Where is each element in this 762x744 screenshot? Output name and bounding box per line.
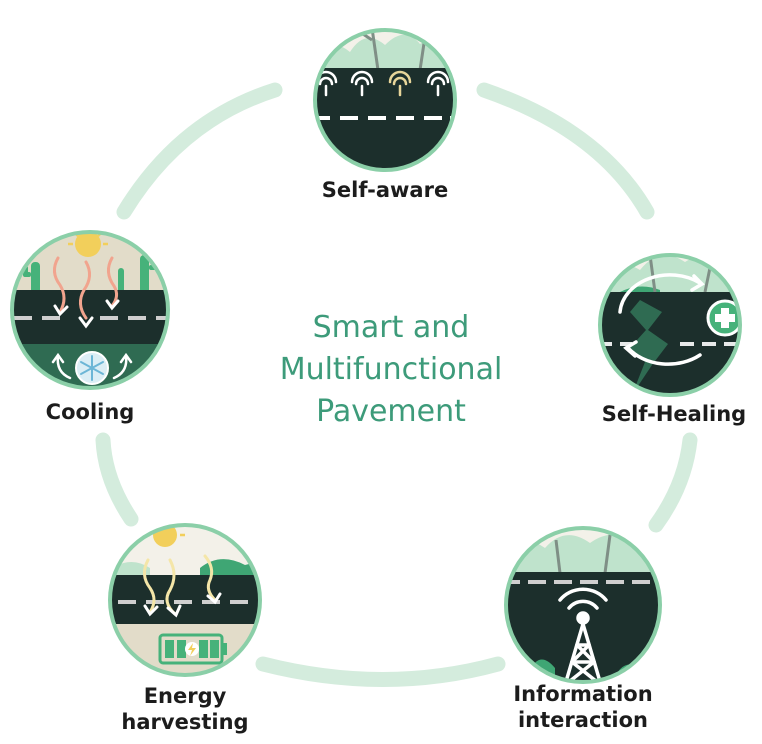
center-title-line: Smart and (312, 310, 470, 345)
solar-ray-arrows-icon (143, 554, 222, 618)
center-title-line: Pavement (316, 394, 466, 429)
self-aware-label: Self-aware (300, 177, 470, 203)
self-healing-illustration (598, 253, 742, 397)
circulation-arrows-icon (51, 352, 133, 380)
energy-harvesting-label-line: Energy (143, 684, 227, 708)
snowflake-icon (75, 351, 109, 385)
information-interaction-label: Information interaction (493, 681, 673, 733)
energy-harvesting-label-line: harvesting (121, 710, 249, 734)
self-aware-illustration (313, 28, 457, 172)
ring-arc-energy-to-cooling (95, 432, 139, 527)
antenna-tower-icon (558, 587, 608, 682)
ring-arc-information-to-energy (255, 656, 506, 687)
ring-arc-self-aware-to-self-healing (476, 82, 655, 220)
self-healing-label-text: Self-Healing (601, 402, 747, 426)
battery-icon (158, 633, 227, 665)
center-title-line: Multifunctional (279, 352, 503, 387)
cooling-illustration (10, 230, 170, 390)
information-interaction-label-line: interaction (517, 708, 649, 732)
information-interaction-illustration (504, 526, 662, 684)
center-title: Smart and Multifunctional Pavement (241, 307, 541, 433)
energy-harvesting-label: Energy harvesting (110, 683, 260, 735)
ring-arc-cooling-to-self-aware (116, 82, 283, 220)
cooling-label-text: Cooling (45, 400, 135, 424)
self-healing-label: Self-Healing (588, 401, 760, 427)
self-aware-label-text: Self-aware (321, 178, 449, 202)
information-interaction-label-line: Information (513, 682, 653, 706)
cooling-label: Cooling (20, 399, 160, 425)
refresh-arrows-icon (618, 273, 705, 366)
energy-harvesting-illustration (108, 523, 262, 677)
ring-arc-self-healing-to-information (648, 432, 698, 533)
active-sensor-icon (388, 70, 412, 97)
medical-cross-icon (706, 299, 740, 337)
heat-wave-arrows-icon (53, 256, 120, 329)
cycle-ring (95, 82, 698, 687)
